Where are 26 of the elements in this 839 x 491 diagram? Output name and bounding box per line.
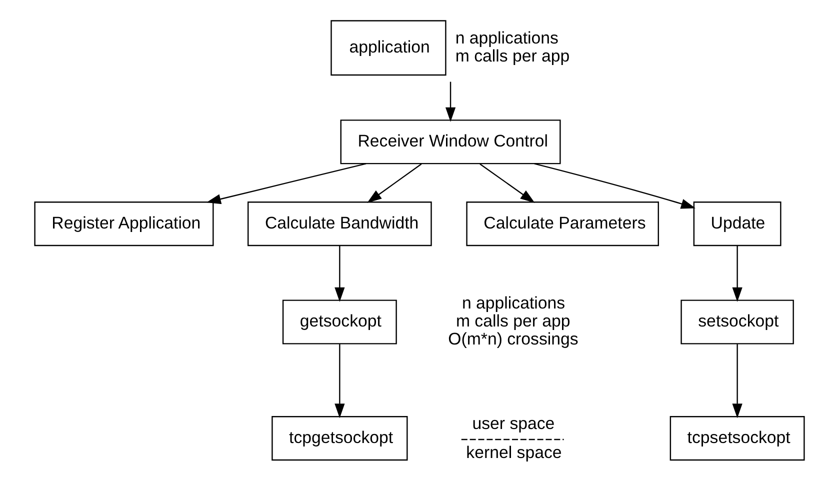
label: n applications (462, 293, 566, 312)
arrow (732, 344, 742, 418)
node-box: Receiver Window Control (340, 120, 561, 164)
label: O(m*n) crossings (448, 330, 578, 349)
node-box: tcpsetsockopt (670, 416, 805, 461)
arrow (367, 163, 422, 203)
arrow (445, 82, 456, 122)
label: user space (472, 414, 555, 433)
arrow (206, 163, 366, 204)
arrow (534, 163, 696, 209)
node-box: Calculate Parameters (466, 202, 659, 246)
node-box: Update (693, 202, 782, 246)
node-box: Calculate Bandwidth (248, 202, 432, 246)
label: m calls per app (456, 311, 570, 330)
node-box: application (330, 20, 446, 76)
node-label: n applications (455, 28, 558, 48)
node-label: m calls per app (455, 46, 570, 66)
arrow (334, 344, 345, 418)
arrow (732, 246, 742, 302)
node-box: getsockopt (282, 300, 397, 344)
node-box: setsockopt (680, 300, 794, 344)
label: kernel space (466, 442, 562, 462)
node-box: tcpgetsockopt (272, 416, 408, 461)
arrow (480, 163, 535, 203)
arrow (334, 246, 345, 302)
node-box: Register Application (34, 202, 214, 246)
